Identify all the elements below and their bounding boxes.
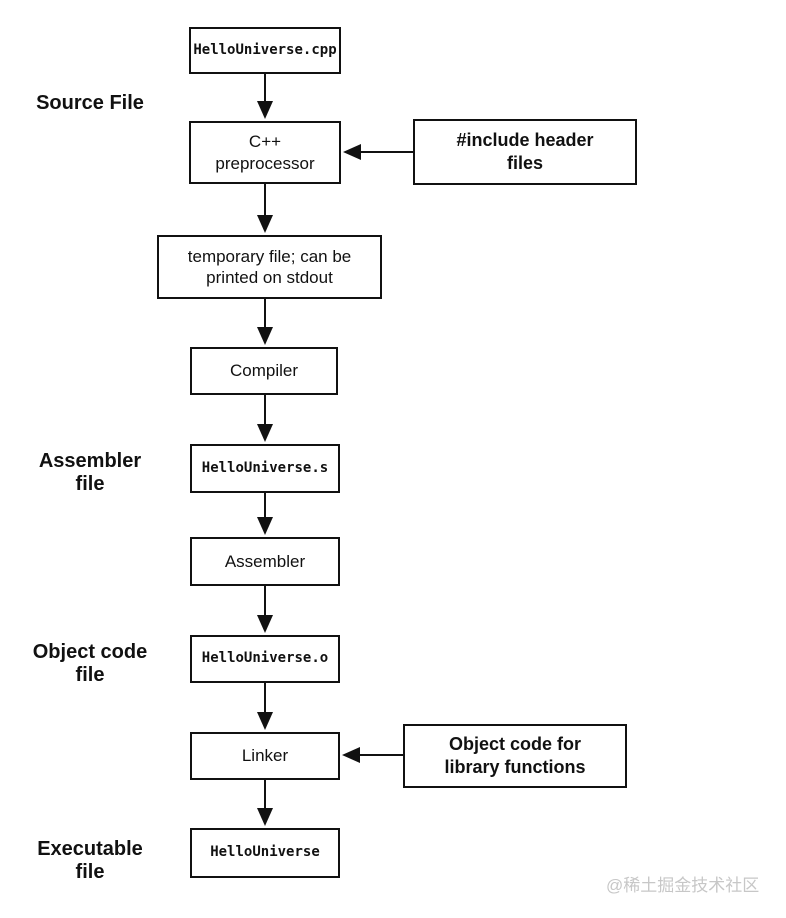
node-linker: Linker [190, 732, 340, 780]
node-object-file: HelloUniverse.o [190, 635, 340, 683]
node-source-cpp-file: HelloUniverse.cpp [189, 27, 341, 74]
node-include-headers: #include header files [413, 119, 637, 185]
node-library-object-code: Object code for library functions [403, 724, 627, 788]
stage-label-object-code-file: Object code file [32, 641, 148, 686]
node-compiler: Compiler [190, 347, 338, 395]
watermark-text: @稀土掘金技术社区 [606, 876, 760, 895]
node-assembly-file: HelloUniverse.s [190, 444, 340, 493]
stage-label-executable-file: Executable file [37, 838, 143, 883]
stage-label-source-file: Source File [36, 92, 144, 114]
node-temporary-file: temporary file; can be printed on stdout [157, 235, 382, 299]
stage-label-assembler-file: Assembler file [38, 450, 142, 495]
node-cpp-preprocessor: C++ preprocessor [189, 121, 341, 184]
node-assembler: Assembler [190, 537, 340, 586]
node-executable-file: HelloUniverse [190, 828, 340, 878]
